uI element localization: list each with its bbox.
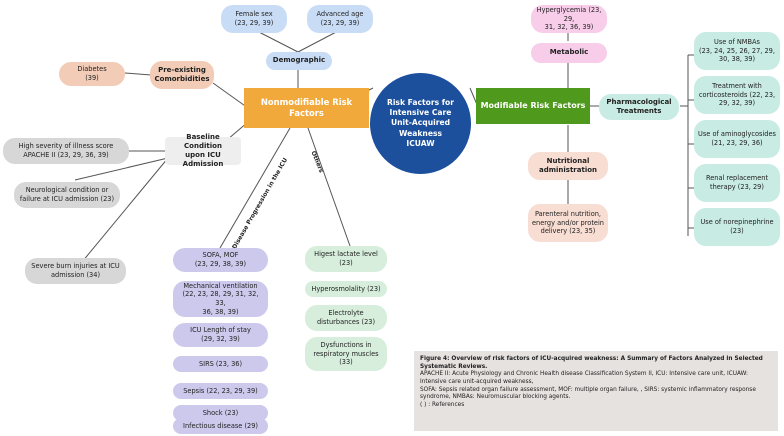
icu-length-of-stay-node: ICU Length of stay (29, 32, 39) xyxy=(173,323,268,347)
hyperglycemia-node: Hyperglycemia (23, 29, 31, 32, 36, 39) xyxy=(531,5,607,33)
metabolic-node: Metabolic xyxy=(531,43,607,63)
center-title-node: Risk Factors for Intensive Care Unit-Acq… xyxy=(370,73,471,174)
electrolyte-disturbances-node: Electrolyte disturbances (23) xyxy=(305,305,387,331)
infectious-disease-node: Infectious disease (29) xyxy=(173,418,268,434)
sirs-node: SIRS (23, 36) xyxy=(173,356,268,372)
nonmodifiable-risk-factors-box: Nonmodifiable Risk Factors xyxy=(244,88,369,128)
parenteral-nutrition-node: Parenteral nutrition, energy and/or prot… xyxy=(528,204,608,242)
hyperosmolality-node-visible: Hyperosmolality (23) xyxy=(305,281,387,297)
diabetes-node: Diabetes (39) xyxy=(59,62,125,86)
caption-references: ( ) : References xyxy=(420,401,465,408)
pharmacological-treatments-node: Pharmacological Treatments xyxy=(599,94,679,120)
norepinephrine-node: Use of norepinephrine (23) xyxy=(694,208,780,246)
lactate-level-node: Higest lactate level (23) xyxy=(305,246,387,272)
mechanical-ventilation-node: Mechanical ventilation (22, 23, 28, 29, … xyxy=(173,281,268,317)
figure-caption: Figure 4: Overview of risk factors of IC… xyxy=(414,351,778,431)
caption-title: Figure 4: Overview of risk factors of IC… xyxy=(420,356,763,370)
sofa-mof-node: SOFA, MOF (23, 29, 38, 39) xyxy=(173,248,268,272)
corticosteroids-node: Treatment with corticosteroids (22, 23, … xyxy=(694,76,780,114)
shock-node: Shock (23) xyxy=(173,405,268,421)
severity-apache-node: High severity of illness score APACHE II… xyxy=(3,138,129,164)
baseline-condition-node: Baseline Condition upon ICU Admission xyxy=(165,133,241,168)
preexisting-comorbidities-node: Pre-existing Comorbidities xyxy=(150,61,214,89)
sepsis-node: Sepsis (22, 23, 29, 39) xyxy=(173,383,268,399)
aminoglycosides-node: Use of aminoglycosides (21, 23, 29, 36) xyxy=(694,120,780,158)
severe-burn-node: Severe burn injuries at ICU admission (3… xyxy=(25,258,126,284)
caption-abbrev-2: SOFA: Sepsis related organ failure asses… xyxy=(420,386,756,401)
caption-abbrev-1: APACHE II: Acute Physiology and Chronic … xyxy=(420,371,748,385)
advanced-age-node: Advanced age (23, 29, 39) xyxy=(307,5,373,33)
nutritional-administration-node: Nutritional administration xyxy=(528,152,608,180)
respiratory-muscles-node: Dysfunctions in respiratory muscles (33) xyxy=(305,337,387,371)
neurological-condition-node: Neurological condition or failure at ICU… xyxy=(14,182,120,208)
modifiable-risk-factors-box: Modifiable Risk Factors xyxy=(476,88,590,124)
nmbas-node: Use of NMBAs (23, 24, 25, 26, 27, 29, 30… xyxy=(694,32,780,70)
demographic-node: Demographic xyxy=(266,52,332,70)
female-sex-node: Female sex (23, 29, 39) xyxy=(221,5,287,33)
renal-replacement-node: Renal replacement therapy (23, 29) xyxy=(694,164,780,202)
